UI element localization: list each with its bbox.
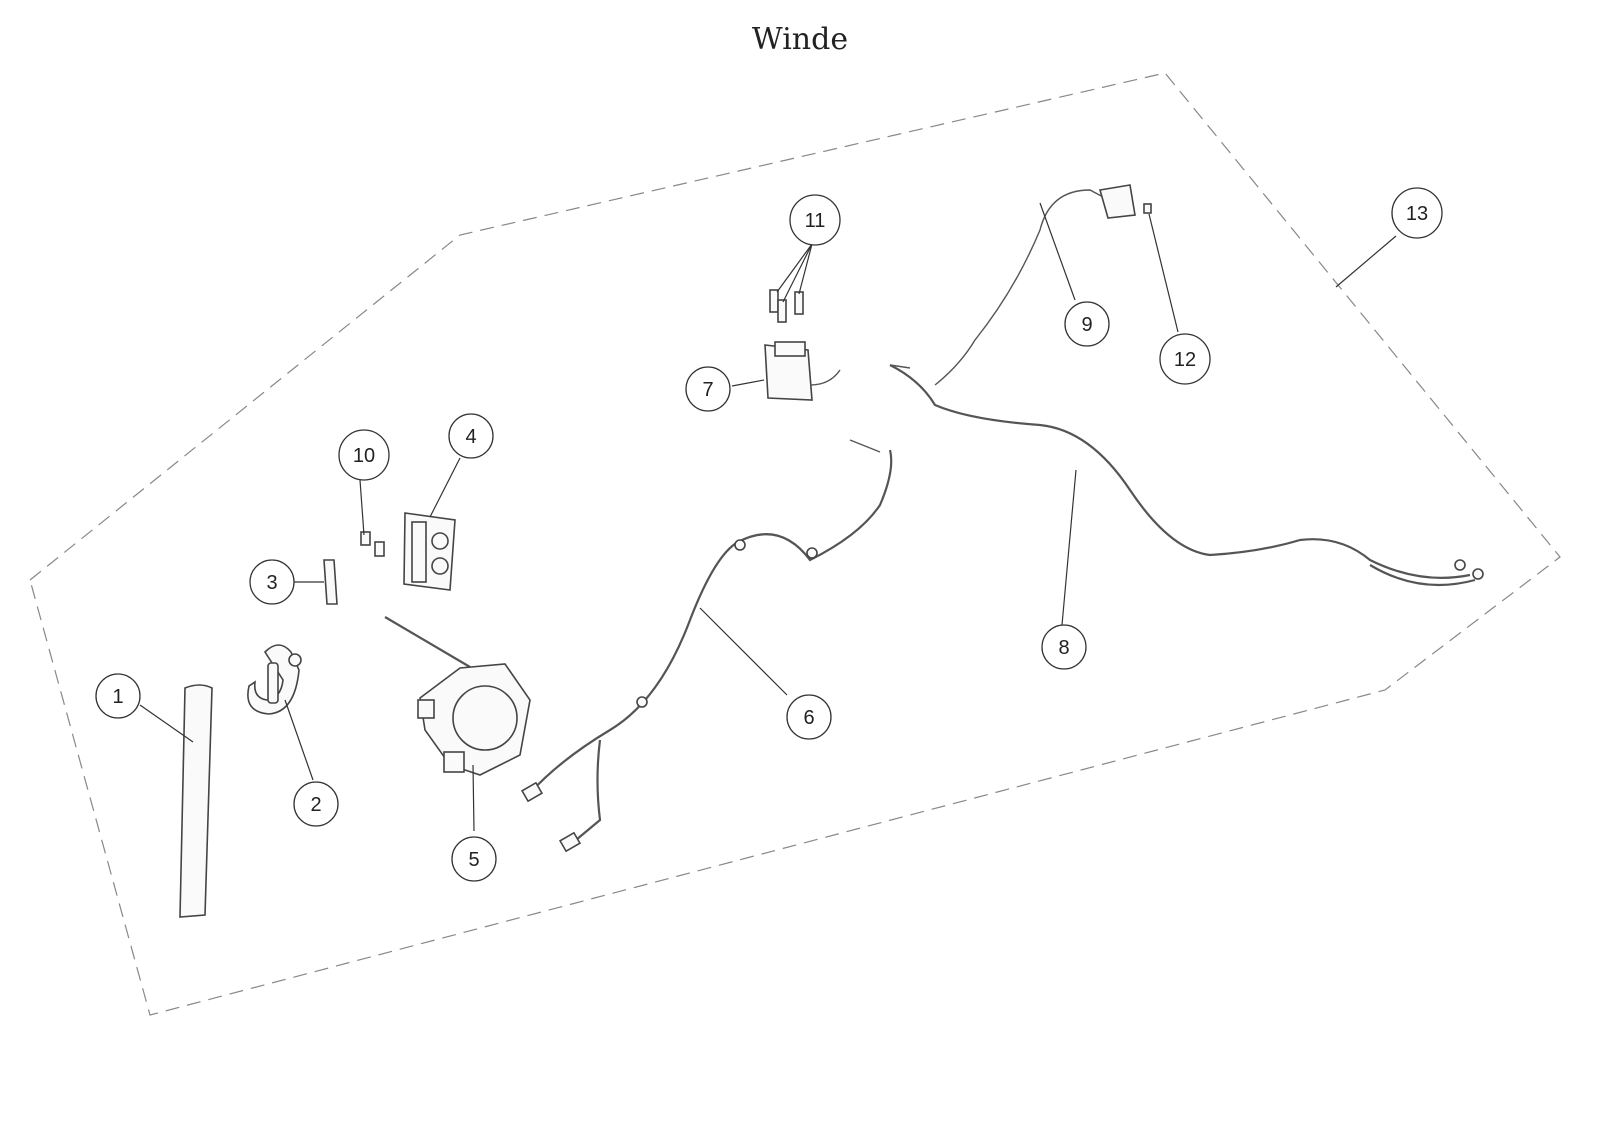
callout-12-label: 12 (1174, 349, 1196, 371)
callout-10-label: 10 (353, 445, 375, 467)
callout-5-label: 5 (468, 849, 479, 871)
callout-6-label: 6 (803, 707, 814, 729)
callout-8-label: 8 (1058, 637, 1069, 659)
callout-7: 7 (685, 366, 731, 412)
fairlead-part (323, 559, 338, 605)
callout-13: 13 (1391, 187, 1443, 239)
cable-harness-6 (520, 439, 893, 853)
callout-1-label: 1 (112, 686, 123, 708)
callout-12: 12 (1159, 333, 1211, 385)
callout-11-label: 11 (805, 210, 826, 232)
leader-lines (139, 202, 1397, 832)
bolts-10-part (360, 531, 385, 557)
callout-7-label: 7 (702, 379, 713, 401)
hook-part (247, 644, 302, 715)
callout-8: 8 (1041, 624, 1087, 670)
power-cable-8 (889, 364, 1484, 587)
callout-3: 3 (249, 559, 295, 605)
callout-2: 2 (293, 781, 339, 827)
winch-bracket-part (403, 512, 456, 591)
callout-2-label: 2 (310, 794, 321, 816)
strap-part (179, 684, 213, 918)
callout-6: 6 (786, 694, 832, 740)
control-box-part (764, 341, 841, 401)
callout-4: 4 (448, 413, 494, 459)
winch-motor-part (384, 616, 531, 776)
diagram-title: Winde (751, 22, 849, 57)
screw-12-part (1143, 203, 1152, 214)
callout-3-label: 3 (266, 572, 277, 594)
switch-cable-9 (934, 184, 1136, 386)
kit-boundary (29, 72, 1561, 1016)
callout-13-label: 13 (1406, 203, 1428, 225)
callout-1: 1 (95, 673, 141, 719)
callout-10: 10 (338, 429, 390, 481)
callout-11: 11 (789, 194, 841, 246)
callout-4-label: 4 (465, 426, 476, 448)
callout-9: 9 (1064, 301, 1110, 347)
callout-5: 5 (451, 836, 497, 882)
callout-9-label: 9 (1081, 314, 1092, 336)
